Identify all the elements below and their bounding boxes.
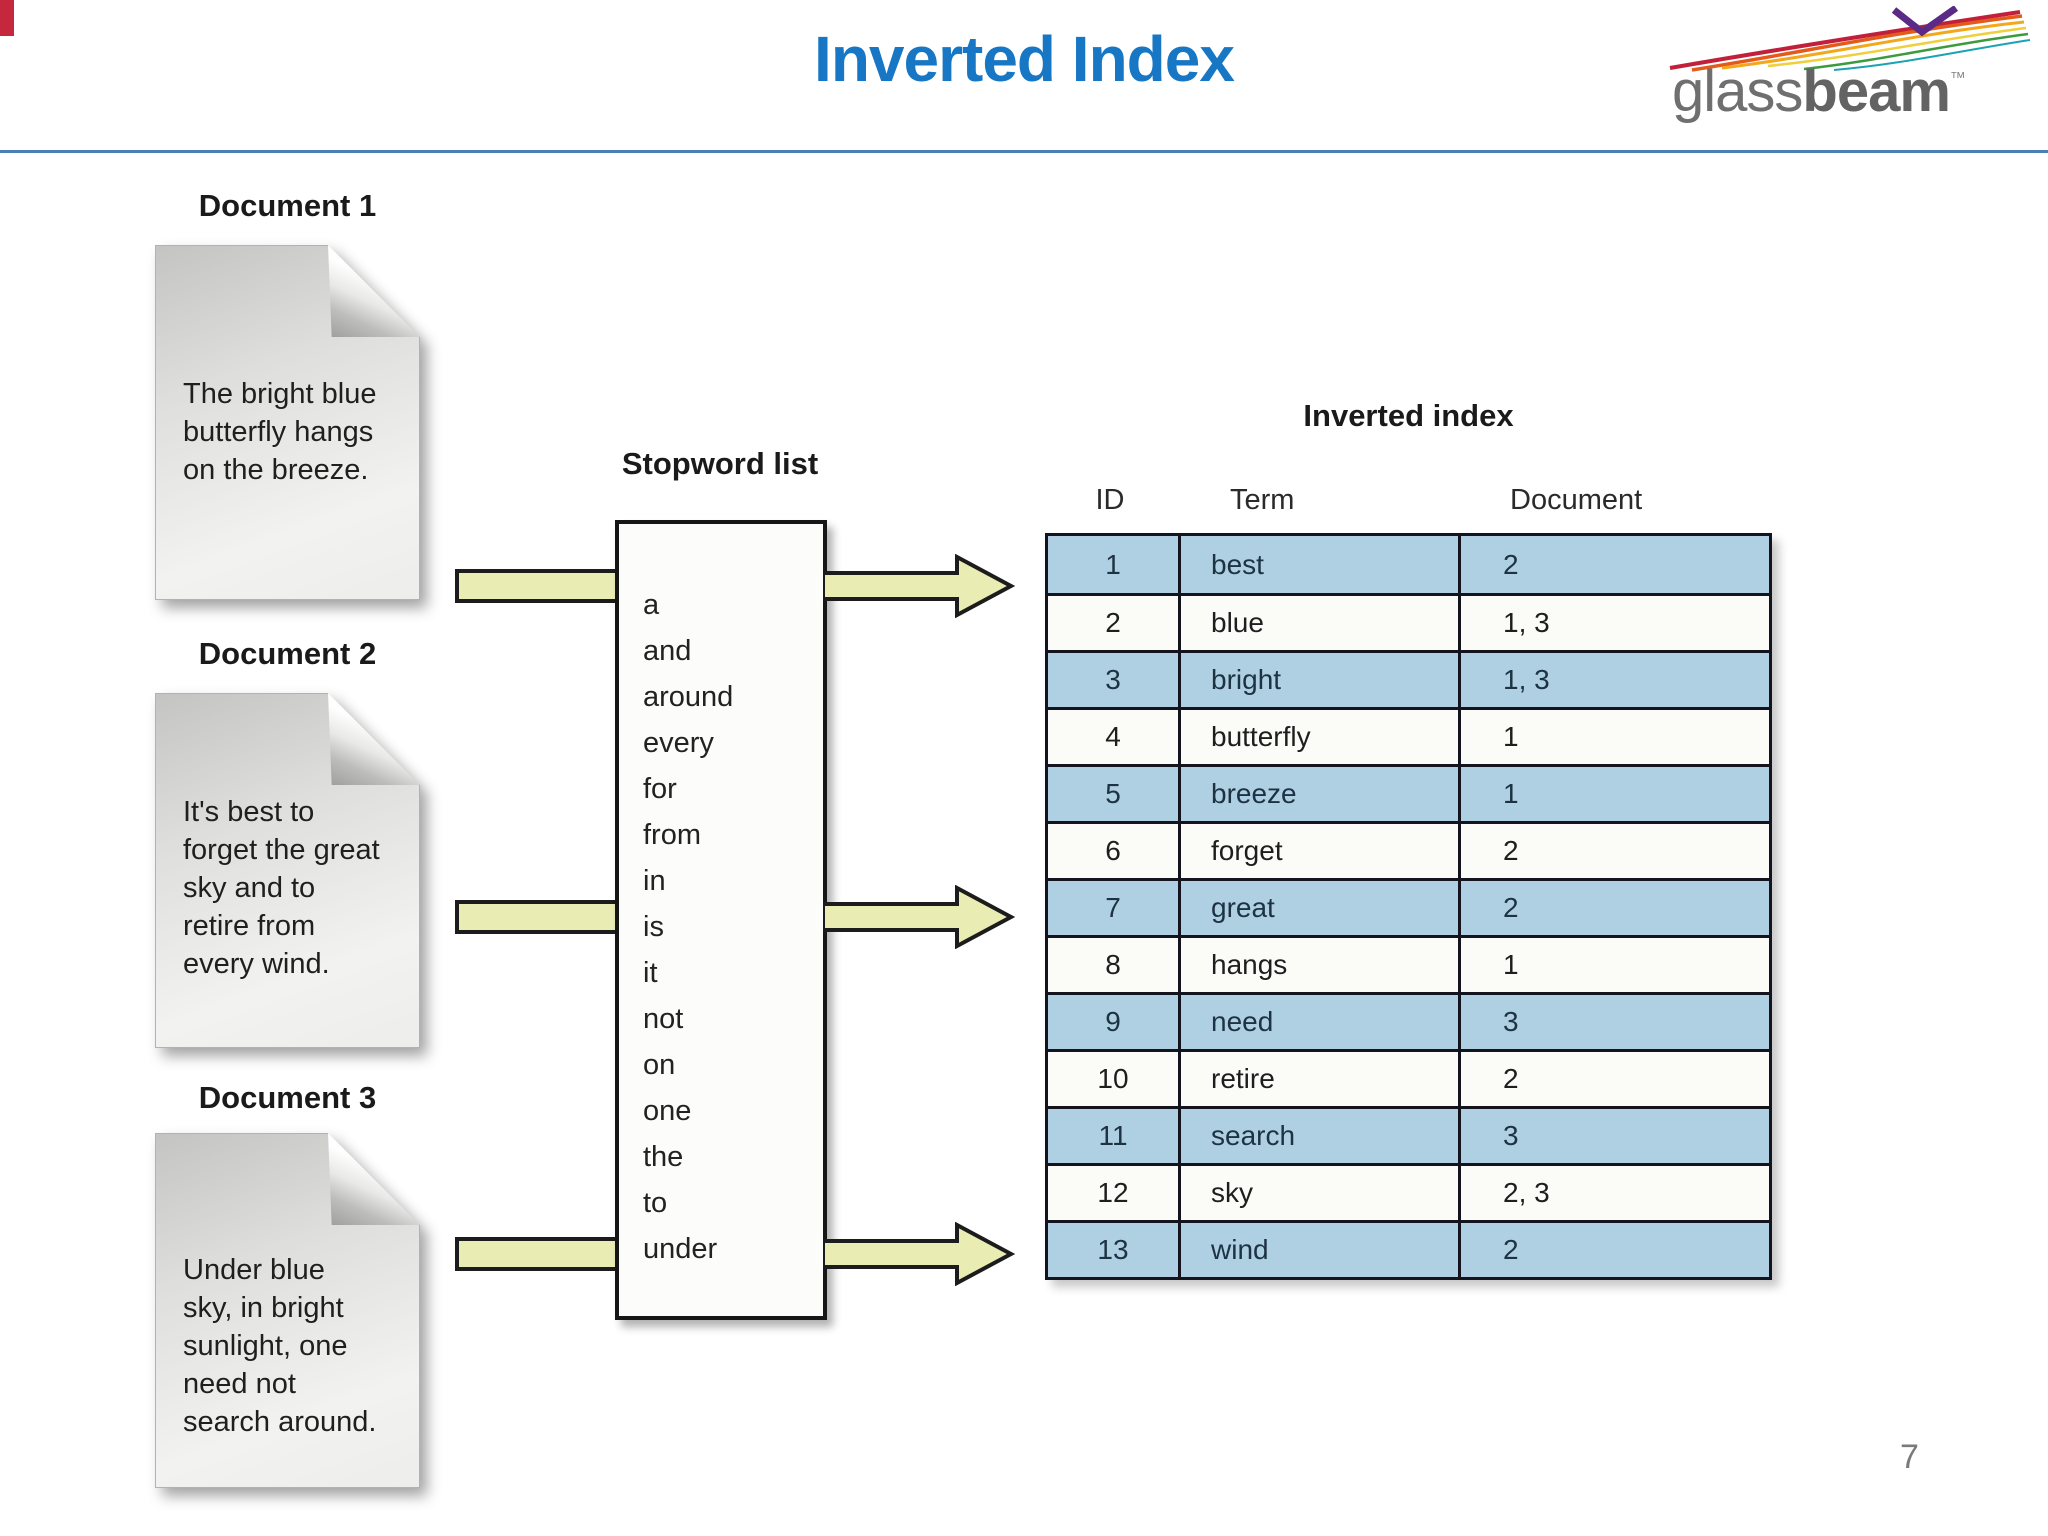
inverted-index-column-headers: ID Term Document: [1045, 484, 1772, 517]
cell-id: 7: [1105, 892, 1121, 923]
document-3-label: Document 3: [198, 1080, 377, 1115]
arrow-3-shaft: [455, 1237, 620, 1271]
column-header-document: Document: [1510, 484, 1643, 516]
column-header-term: Term: [1230, 484, 1295, 516]
cell-term: sky: [1178, 1166, 1458, 1220]
document-3-fold-corner: [328, 1133, 420, 1225]
cell-term: best: [1178, 536, 1458, 593]
table-row: 5 breeze 1: [1048, 764, 1769, 821]
cell-term: forget: [1178, 824, 1458, 878]
cell-document: 1, 3: [1458, 653, 1769, 707]
cell-term: great: [1178, 881, 1458, 935]
cell-term: search: [1178, 1109, 1458, 1163]
slide-title: Inverted Index: [814, 23, 1235, 95]
stopword-list-title: Stopword list: [621, 446, 819, 481]
logo-glass: glass: [1672, 59, 1803, 124]
cell-document: 2: [1458, 881, 1769, 935]
column-header-id: ID: [1095, 484, 1125, 516]
cell-term: hangs: [1178, 938, 1458, 992]
glassbeam-logo: glassbeam™: [1664, 6, 2034, 136]
table-row: 13 wind 2: [1048, 1220, 1769, 1277]
table-row: 10 retire 2: [1048, 1049, 1769, 1106]
cell-id: 5: [1105, 778, 1121, 809]
table-row: 3 bright 1, 3: [1048, 650, 1769, 707]
document-1-text: The bright blue butterfly hangs on the b…: [183, 378, 377, 486]
cell-id: 6: [1105, 835, 1121, 866]
cell-id: 2: [1105, 607, 1121, 638]
page-number: 7: [1900, 1438, 1919, 1476]
cell-document: 2: [1458, 1052, 1769, 1106]
cell-term: need: [1178, 995, 1458, 1049]
arrow-2-shaft: [455, 900, 620, 934]
cell-document: 2, 3: [1458, 1166, 1769, 1220]
cell-id: 1: [1105, 548, 1121, 580]
cell-document: 1: [1458, 710, 1769, 764]
cell-document: 2: [1458, 536, 1769, 593]
table-row: 4 butterfly 1: [1048, 707, 1769, 764]
cell-id: 9: [1105, 1006, 1121, 1037]
cell-document: 1, 3: [1458, 596, 1769, 650]
inverted-index-table: 1 best 2 2 blue 1, 3 3 bright 1, 3 4 but…: [1045, 533, 1772, 1280]
header-rule: [0, 150, 2048, 153]
document-2-icon: It's best to forget the great sky and to…: [155, 693, 420, 1048]
table-row: 12 sky 2, 3: [1048, 1163, 1769, 1220]
arrow-3-head: [823, 1222, 1015, 1286]
cell-id: 13: [1097, 1234, 1129, 1265]
arrow-1-shaft: [455, 569, 620, 603]
table-row: 2 blue 1, 3: [1048, 593, 1769, 650]
cell-id: 4: [1105, 721, 1121, 752]
cell-term: butterfly: [1178, 710, 1458, 764]
cell-term: blue: [1178, 596, 1458, 650]
arrow-2-head: [823, 885, 1015, 949]
document-2-fold-corner: [328, 693, 420, 785]
table-row: 6 forget 2: [1048, 821, 1769, 878]
inverted-index-title: Inverted index: [1303, 398, 1514, 433]
cell-document: 2: [1458, 824, 1769, 878]
document-2-text: It's best to forget the great sky and to…: [183, 796, 380, 980]
document-3-text: Under blue sky, in bright sunlight, one …: [183, 1254, 377, 1438]
logo-beam: beam: [1802, 59, 1951, 124]
cell-term: wind: [1178, 1223, 1458, 1277]
cell-id: 3: [1105, 664, 1121, 695]
document-2-label: Document 2: [198, 636, 377, 671]
arrow-1-head: [823, 554, 1015, 618]
cell-document: 1: [1458, 767, 1769, 821]
table-row: 11 search 3: [1048, 1106, 1769, 1163]
stopword-list-words: a and around every for from in is it not…: [643, 589, 734, 1265]
table-row: 9 need 3: [1048, 992, 1769, 1049]
cell-id: 12: [1097, 1177, 1129, 1208]
table-row: 1 best 2: [1048, 536, 1769, 593]
cell-id: 10: [1097, 1063, 1129, 1094]
cell-term: retire: [1178, 1052, 1458, 1106]
cell-document: 2: [1458, 1223, 1769, 1277]
cell-term: bright: [1178, 653, 1458, 707]
cell-id: 11: [1098, 1120, 1128, 1151]
logo-swoosh-icon: [1669, 6, 2031, 72]
logo-trademark: ™: [1949, 70, 1966, 87]
document-1-fold-corner: [328, 245, 420, 337]
accent-stripe: [0, 0, 14, 36]
cell-document: 3: [1458, 995, 1769, 1049]
document-1-icon: The bright blue butterfly hangs on the b…: [155, 245, 420, 600]
logo-text: glassbeam™: [1672, 58, 1966, 125]
cell-term: breeze: [1178, 767, 1458, 821]
table-row: 8 hangs 1: [1048, 935, 1769, 992]
document-1-label: Document 1: [198, 188, 377, 223]
document-3-icon: Under blue sky, in bright sunlight, one …: [155, 1133, 420, 1488]
cell-id: 8: [1105, 949, 1121, 980]
cell-document: 1: [1458, 938, 1769, 992]
table-row: 7 great 2: [1048, 878, 1769, 935]
cell-document: 3: [1458, 1109, 1769, 1163]
stopword-list-box: a and around every for from in is it not…: [615, 520, 827, 1320]
